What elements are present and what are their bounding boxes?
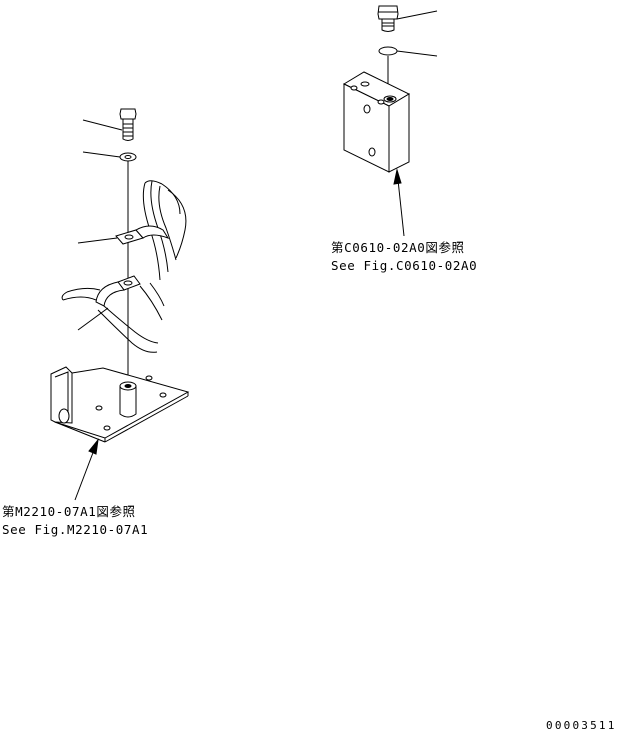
- left-ref-en: See Fig.M2210-07A1: [2, 522, 148, 537]
- right-bolt-leader: [396, 10, 438, 20]
- left-bolt-icon: [119, 108, 137, 141]
- left-bolt-leader: [82, 119, 123, 131]
- spacer-icon: [119, 381, 137, 418]
- left-assembly: 第M2210-07A1図参照 See Fig.M2210-07A1: [2, 108, 190, 537]
- right-arrow-icon: [393, 168, 402, 185]
- right-washer-leader: [396, 50, 438, 57]
- valve-block-icon: [342, 71, 411, 173]
- right-ref-jp: 第C0610-02A0図参照: [331, 240, 465, 255]
- lower-hose-icon: [61, 282, 165, 353]
- right-assembly: 第C0610-02A0図参照 See Fig.C0610-02A0: [331, 5, 477, 273]
- left-ref-jp: 第M2210-07A1図参照: [2, 504, 136, 519]
- upper-clamp-icon: [115, 225, 170, 245]
- right-ref-en: See Fig.C0610-02A0: [331, 258, 477, 273]
- right-bolt-icon: [377, 5, 399, 32]
- left-arrow-icon: [88, 438, 99, 455]
- right-washer-icon: [378, 46, 398, 56]
- drawing-number: 00003511: [546, 719, 617, 731]
- upper-clamp-leader: [77, 237, 118, 244]
- lower-clamp-leader: [77, 307, 109, 331]
- lower-clamp-icon: [95, 275, 141, 307]
- left-washer-leader: [82, 151, 121, 158]
